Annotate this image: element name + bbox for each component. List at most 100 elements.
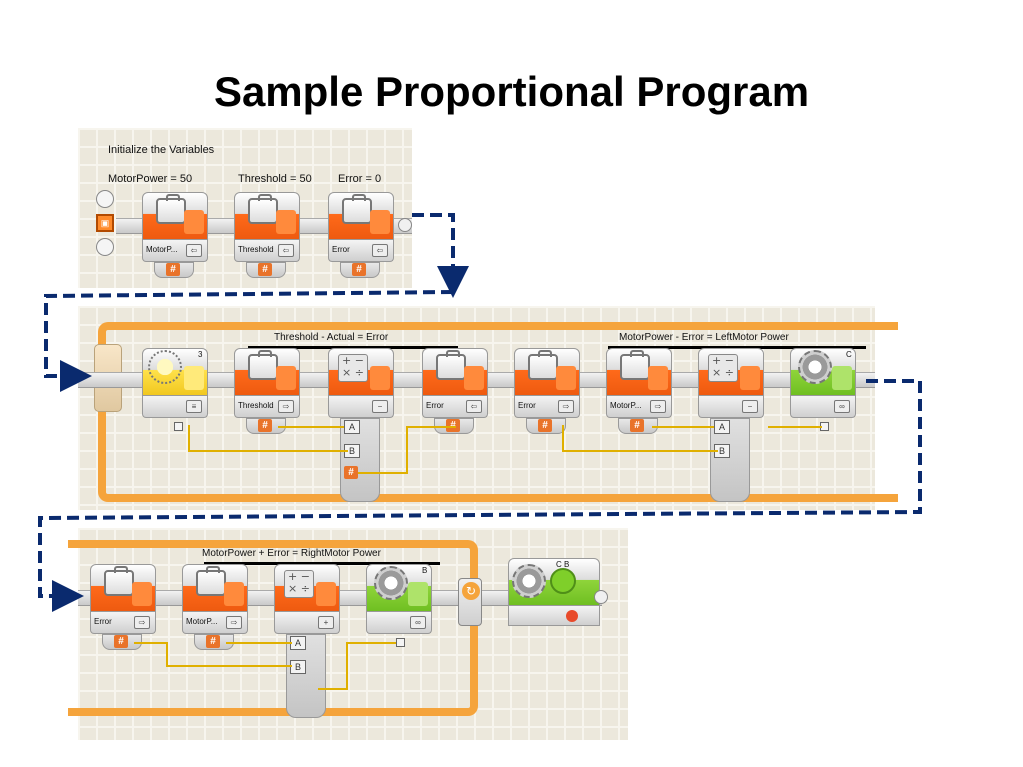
- wire: [134, 642, 168, 644]
- stop-ring-icon: [550, 568, 576, 594]
- variable-block-error-read[interactable]: Error ⇨ #: [514, 348, 580, 440]
- light-sensor-icon: [148, 350, 182, 384]
- read-icon: ⇨: [558, 400, 574, 413]
- wire: [358, 472, 408, 474]
- number-plug-icon[interactable]: #: [630, 419, 644, 432]
- infinity-icon: ∞: [410, 616, 426, 629]
- block-label: Error: [94, 617, 112, 626]
- flow-arrow-1: [412, 213, 469, 298]
- variable-block-motorpower[interactable]: MotorP... ⇦ #: [142, 192, 208, 284]
- operator-add-icon: +: [318, 616, 334, 629]
- block-label: MotorP...: [610, 401, 642, 410]
- number-plug-icon[interactable]: #: [258, 419, 272, 432]
- start-circle-top: [96, 190, 114, 208]
- comment-right-motor: MotorPower + Error = RightMotor Power: [202, 548, 381, 559]
- block-label: MotorP...: [146, 245, 178, 254]
- number-plug-icon[interactable]: #: [352, 263, 366, 276]
- gear-icon: [374, 566, 408, 600]
- block-label: Threshold: [238, 401, 274, 410]
- read-icon: ⇨: [134, 616, 150, 629]
- math-icon: + −× ÷: [338, 354, 368, 382]
- wire: [166, 665, 292, 667]
- wire: [318, 688, 348, 690]
- loop-cycle-icon: ↻: [462, 582, 480, 600]
- plug-b[interactable]: B: [290, 660, 306, 674]
- power-plug[interactable]: [396, 638, 405, 647]
- label-error: Error = 0: [338, 173, 382, 185]
- briefcase-icon: [156, 194, 186, 224]
- briefcase-icon: [248, 350, 278, 380]
- sensor-output-plug[interactable]: [174, 422, 183, 431]
- briefcase-icon: [196, 566, 226, 596]
- page-title: Sample Proportional Program: [213, 68, 810, 115]
- read-icon: ⇨: [650, 400, 666, 413]
- write-icon: ⇦: [186, 244, 202, 257]
- plug-a[interactable]: A: [714, 420, 730, 434]
- comment-error-calc: Threshold - Actual = Error: [274, 332, 389, 343]
- loop-frame: [98, 322, 898, 502]
- init-heading: Initialize the Variables: [108, 144, 215, 156]
- block-label: MotorP...: [186, 617, 218, 626]
- math-icon: + −× ÷: [708, 354, 738, 382]
- beam-connector: [594, 590, 608, 604]
- loop-panel: Threshold - Actual = Error MotorPower - …: [78, 306, 898, 510]
- motor-ports-label: C B: [556, 560, 570, 569]
- light-sensor-block[interactable]: 3 ≡: [142, 348, 208, 440]
- loop-end-panel: MotorPower + Error = RightMotor Power Er…: [68, 528, 628, 740]
- block-label: Error: [426, 401, 444, 410]
- beam-connector: [398, 218, 412, 232]
- number-plug-icon[interactable]: #: [258, 263, 272, 276]
- wire: [188, 425, 190, 451]
- briefcase-icon: [528, 350, 558, 380]
- motor-port-label: B: [422, 566, 428, 575]
- number-plug-icon[interactable]: #: [114, 635, 128, 648]
- operator-subtract-icon: −: [742, 400, 758, 413]
- variable-block-error[interactable]: Error ⇦ #: [328, 192, 394, 284]
- label-threshold: Threshold = 50: [238, 173, 312, 185]
- number-plug-icon[interactable]: #: [206, 635, 220, 648]
- number-plug-icon[interactable]: #: [538, 419, 552, 432]
- wire: [346, 642, 348, 690]
- wire: [188, 450, 348, 452]
- math-result-plug[interactable]: #: [344, 466, 358, 479]
- wire: [652, 426, 714, 428]
- block-label: Threshold: [238, 245, 274, 254]
- variable-block-threshold[interactable]: Threshold ⇦ #: [234, 192, 300, 284]
- loop-end-control[interactable]: ↻: [458, 578, 482, 626]
- start-icon[interactable]: ▣: [96, 214, 114, 232]
- wire: [346, 642, 396, 644]
- operator-subtract-icon: −: [372, 400, 388, 413]
- stop-icon: [566, 610, 578, 622]
- wire: [562, 450, 718, 452]
- briefcase-icon: [342, 194, 372, 224]
- number-plug-icon[interactable]: #: [166, 263, 180, 276]
- start-circle-bottom: [96, 238, 114, 256]
- briefcase-icon: [436, 350, 466, 380]
- plug-a[interactable]: A: [344, 420, 360, 434]
- comment-left-motor: MotorPower - Error = LeftMotor Power: [619, 332, 789, 343]
- write-icon: ⇦: [372, 244, 388, 257]
- wire: [226, 642, 292, 644]
- motor-port-label: C: [846, 350, 852, 359]
- plug-a[interactable]: A: [290, 636, 306, 650]
- block-label: Error: [332, 245, 350, 254]
- block-label: Error: [518, 401, 536, 410]
- wire: [278, 426, 344, 428]
- gear-icon: [512, 564, 546, 598]
- briefcase-icon: [248, 194, 278, 224]
- write-icon: ⇦: [278, 244, 294, 257]
- wire: [406, 426, 408, 474]
- label-motorpower: MotorPower = 50: [108, 173, 193, 185]
- read-icon: ⇨: [278, 400, 294, 413]
- sensor-port-label: 3: [198, 350, 203, 359]
- math-icon: + −× ÷: [284, 570, 314, 598]
- briefcase-icon: [104, 566, 134, 596]
- read-icon: ⇨: [226, 616, 242, 629]
- wire: [166, 642, 168, 666]
- briefcase-icon: [620, 350, 650, 380]
- wire: [768, 426, 822, 428]
- motor-stop-block[interactable]: C B: [508, 558, 600, 626]
- comment-underline: [608, 346, 866, 349]
- sensor-output-icon: ≡: [186, 400, 202, 413]
- infinity-icon: ∞: [834, 400, 850, 413]
